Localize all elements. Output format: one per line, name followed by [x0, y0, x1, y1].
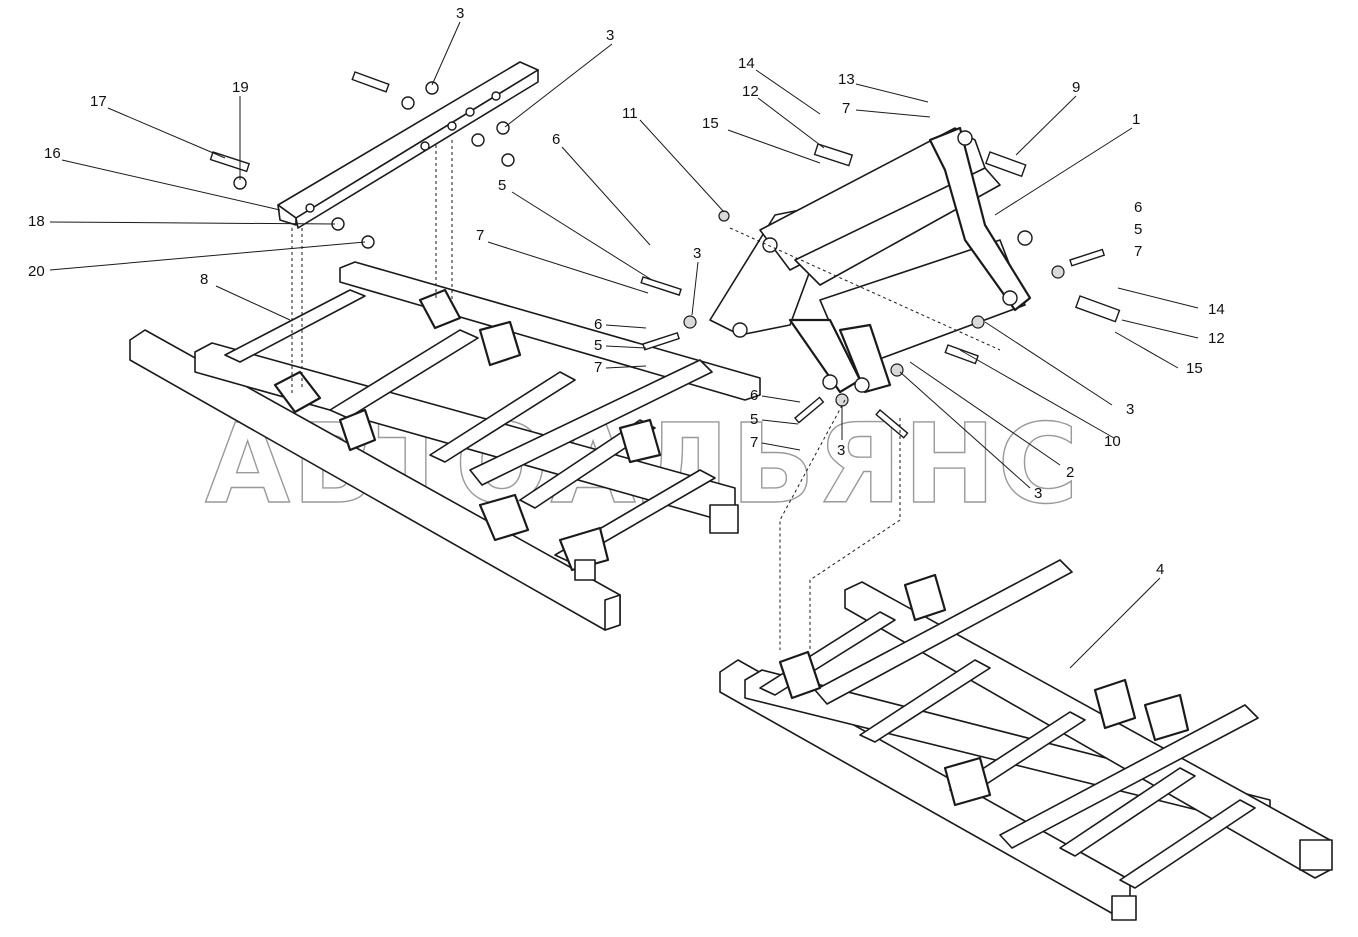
callout-6: 6: [552, 131, 560, 148]
callout-3: 3: [837, 442, 845, 459]
callout-6: 6: [750, 387, 758, 404]
callout-12: 12: [742, 83, 759, 100]
callout-7: 7: [594, 359, 602, 376]
right-frame-assembly: [719, 559, 1333, 921]
callout-10: 10: [1104, 433, 1121, 450]
leader-lines: [49, 21, 1199, 669]
callout-5: 5: [498, 177, 506, 194]
callout-5: 5: [594, 337, 602, 354]
callout-14: 14: [738, 55, 755, 72]
callout-18: 18: [28, 213, 45, 230]
callout-14: 14: [1208, 301, 1225, 318]
callout-5: 5: [750, 411, 758, 428]
callout-6: 6: [594, 316, 602, 333]
callout-9: 9: [1072, 79, 1080, 96]
callout-7: 7: [476, 227, 484, 244]
callout-7: 7: [1134, 243, 1142, 260]
callout-15: 15: [702, 115, 719, 132]
upper-left-beam-assembly: [209, 61, 539, 395]
callout-7: 7: [842, 100, 850, 117]
callout-7: 7: [750, 434, 758, 451]
callout-3: 3: [1034, 485, 1042, 502]
callout-13: 13: [838, 71, 855, 88]
callout-4: 4: [1156, 561, 1164, 578]
callout-17: 17: [90, 93, 107, 110]
callout-3: 3: [606, 27, 614, 44]
callout-8: 8: [200, 271, 208, 288]
callout-3: 3: [1126, 401, 1134, 418]
callout-19: 19: [232, 79, 249, 96]
callout-2: 2: [1066, 464, 1074, 481]
callout-11: 11: [622, 105, 638, 122]
callout-3: 3: [693, 245, 701, 262]
center-hitch-assembly: [640, 126, 1121, 650]
callout-15: 15: [1186, 360, 1203, 377]
left-frame-assembly: [129, 261, 761, 631]
callout-labels: 3 3 19 17 16 18 20 8 6 5 7 11 14 12 15 1…: [28, 5, 1225, 578]
callout-5: 5: [1134, 221, 1142, 238]
callout-6: 6: [1134, 199, 1142, 216]
callout-20: 20: [28, 263, 45, 280]
callout-12: 12: [1208, 330, 1225, 347]
callout-3: 3: [456, 5, 464, 22]
callout-16: 16: [44, 145, 61, 162]
callout-1: 1: [1132, 111, 1140, 128]
